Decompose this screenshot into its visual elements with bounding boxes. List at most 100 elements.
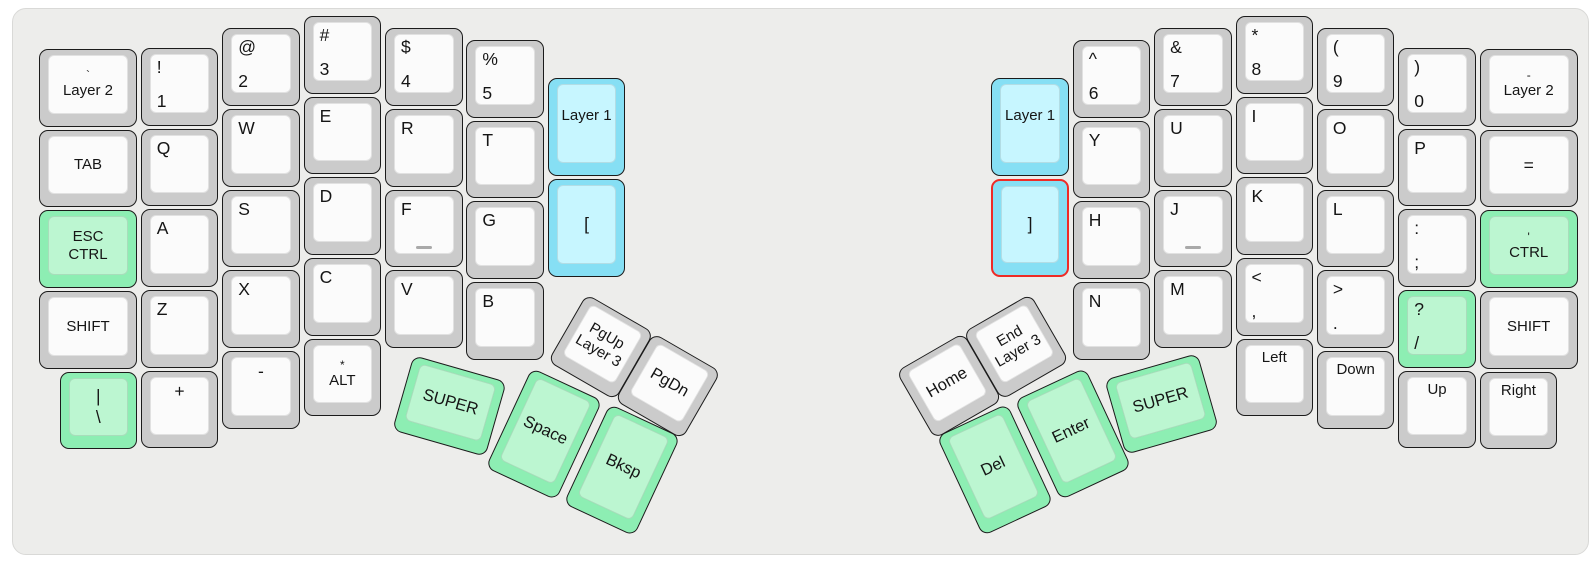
key-y[interactable]: Y xyxy=(1072,120,1151,199)
key-gt-period-legend-2: . xyxy=(1332,313,1338,334)
keycap-top-y: Y xyxy=(1081,126,1142,186)
key-hash-3[interactable]: #3 xyxy=(303,16,382,94)
key-gt-period[interactable]: >. xyxy=(1316,270,1395,348)
keycap-top-super-left: SUPER xyxy=(403,363,496,442)
key-quote-ctrl[interactable]: 'CTRL xyxy=(1479,210,1578,288)
key-plus-legend-1: + xyxy=(174,380,185,401)
key-layer1-right[interactable]: Layer 1 xyxy=(991,78,1069,176)
key-lt-comma[interactable]: <, xyxy=(1235,258,1313,336)
keycap-top-a: A xyxy=(149,215,210,274)
key-u[interactable]: U xyxy=(1154,109,1232,187)
keycap-top-i: I xyxy=(1244,102,1304,162)
keycap-top-v: V xyxy=(394,276,454,335)
key-layer1-left[interactable]: Layer 1 xyxy=(547,78,626,176)
keycap-top-minus-layer2: -Layer 2 xyxy=(1488,55,1569,114)
key-tab[interactable]: TAB xyxy=(39,129,137,208)
key-minus[interactable]: - xyxy=(222,351,300,429)
key-caret-6[interactable]: ^6 xyxy=(1072,40,1151,118)
key-i[interactable]: I xyxy=(1235,96,1313,175)
keycap-top-t: T xyxy=(475,126,535,186)
key-percent-5[interactable]: %5 xyxy=(466,40,544,118)
key-e[interactable]: E xyxy=(303,96,382,175)
key-grave-layer2[interactable]: `Layer 2 xyxy=(39,49,137,127)
key-question-slash[interactable]: ?/ xyxy=(1398,290,1476,368)
key-w[interactable]: W xyxy=(222,109,300,187)
key-o[interactable]: O xyxy=(1316,109,1395,187)
key-h[interactable]: H xyxy=(1072,201,1151,279)
key-lparen-9[interactable]: (9 xyxy=(1316,28,1395,106)
key-left[interactable]: Left xyxy=(1235,338,1313,417)
key-space-legend-1: Space xyxy=(520,412,571,449)
key-star-alt[interactable]: *ALT xyxy=(303,338,382,417)
key-t[interactable]: T xyxy=(466,120,544,199)
key-dollar-4[interactable]: $4 xyxy=(385,28,463,106)
key-k[interactable]: K xyxy=(1235,177,1313,255)
key-esc-ctrl-legend-1: ESC xyxy=(72,227,104,245)
key-k-legend-1: K xyxy=(1251,186,1264,207)
keycap-top-percent-5: %5 xyxy=(475,46,535,105)
keycap-top-colon-semicolon: :; xyxy=(1407,215,1467,274)
key-rparen-0[interactable]: )0 xyxy=(1398,48,1476,126)
key-z[interactable]: Z xyxy=(140,290,219,368)
key-x[interactable]: X xyxy=(222,270,300,348)
keycap-top-right: Right xyxy=(1488,377,1549,437)
key-j[interactable]: J xyxy=(1154,189,1232,268)
key-rbracket[interactable]: ] xyxy=(991,179,1069,277)
key-p[interactable]: P xyxy=(1398,128,1476,207)
key-shift-right-legend-1: SHIFT xyxy=(1507,317,1551,335)
key-b-legend-1: B xyxy=(482,291,495,312)
key-s[interactable]: S xyxy=(222,189,300,268)
key-g[interactable]: G xyxy=(466,201,544,279)
key-amp-7[interactable]: &7 xyxy=(1154,28,1232,106)
key-n-legend-1: N xyxy=(1088,291,1102,312)
key-pipe-backslash-legend-2: \ xyxy=(95,407,101,428)
key-p-legend-1: P xyxy=(1414,137,1426,158)
key-star-alt-legend-1: * xyxy=(340,358,345,373)
keycap-top-f: F xyxy=(394,195,454,255)
key-lparen-9-legend-2: 9 xyxy=(1332,71,1343,92)
key-layer1-right-legend-1: Layer 1 xyxy=(1005,107,1056,124)
key-rparen-0-legend-1: ) xyxy=(1414,57,1421,77)
key-d[interactable]: D xyxy=(303,177,382,255)
key-r[interactable]: R xyxy=(385,109,463,187)
keycap-top-plus: + xyxy=(149,376,210,436)
key-shift-left[interactable]: SHIFT xyxy=(39,291,137,369)
keycap-top-lt-comma: <, xyxy=(1244,264,1304,323)
key-colon-semicolon[interactable]: :; xyxy=(1398,209,1476,287)
key-home-legend-1: Home xyxy=(923,363,971,402)
key-plus[interactable]: + xyxy=(140,370,219,449)
key-right[interactable]: Right xyxy=(1479,371,1558,450)
key-equals[interactable]: = xyxy=(1479,129,1578,208)
keycap-top-left: Left xyxy=(1244,344,1304,404)
key-pipe-backslash[interactable]: |\ xyxy=(59,371,137,450)
key-star-8[interactable]: *8 xyxy=(1235,16,1313,94)
key-f[interactable]: F xyxy=(385,189,463,268)
key-shift-right[interactable]: SHIFT xyxy=(1479,291,1578,369)
key-m[interactable]: M xyxy=(1154,270,1232,348)
key-q[interactable]: Q xyxy=(140,128,219,207)
key-lbracket[interactable]: [ xyxy=(547,179,626,277)
key-up[interactable]: Up xyxy=(1398,370,1476,449)
key-t-legend-1: T xyxy=(482,129,494,150)
key-c[interactable]: C xyxy=(303,258,382,336)
key-down[interactable]: Down xyxy=(1316,351,1395,429)
key-l[interactable]: L xyxy=(1316,189,1395,268)
keycap-top-gt-period: >. xyxy=(1325,276,1386,335)
key-exclam-1[interactable]: !1 xyxy=(140,48,219,126)
key-y-legend-1: Y xyxy=(1088,129,1101,150)
key-super-left-legend-1: SUPER xyxy=(420,385,480,419)
key-n[interactable]: N xyxy=(1072,282,1151,360)
key-a[interactable]: A xyxy=(140,209,219,287)
key-amp-7-legend-1: & xyxy=(1170,37,1182,58)
key-v[interactable]: V xyxy=(385,270,463,348)
key-minus-layer2[interactable]: -Layer 2 xyxy=(1479,49,1578,127)
key-c-legend-1: C xyxy=(319,267,333,288)
key-b[interactable]: B xyxy=(466,282,544,360)
keycap-top-c: C xyxy=(312,264,373,323)
keycap-top-down: Down xyxy=(1325,357,1386,416)
key-equals-legend-1: = xyxy=(1523,154,1534,175)
keycap-top-k: K xyxy=(1244,183,1304,242)
key-at-2[interactable]: @2 xyxy=(222,28,300,106)
